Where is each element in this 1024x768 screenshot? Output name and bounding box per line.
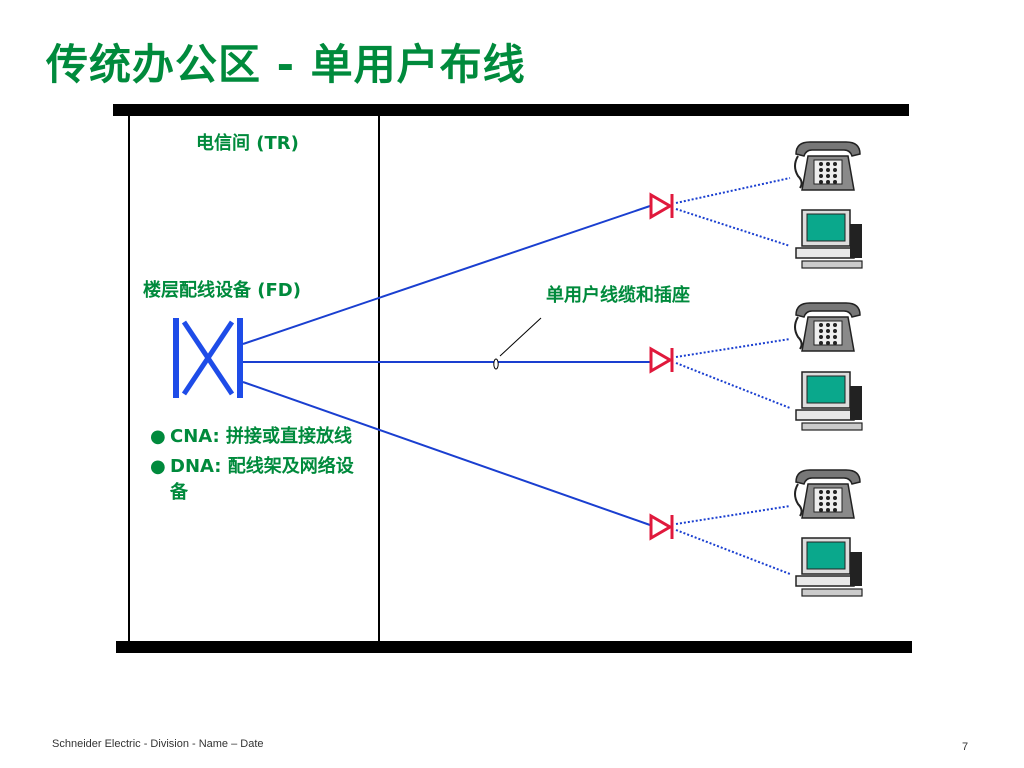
patch-link-computer xyxy=(675,529,791,575)
cable-splice-icon xyxy=(493,358,499,370)
page-number: 7 xyxy=(962,741,969,753)
patch-link-phone xyxy=(675,338,791,358)
computer-icon xyxy=(795,371,863,431)
outlet-icon xyxy=(649,346,674,374)
bullet-text: CNA: 拼接或直接放线 xyxy=(170,426,353,447)
computer-icon xyxy=(795,209,863,269)
cable-outlet-label: 单用户线缆和插座 xyxy=(546,285,690,306)
bullet-dot-icon: ● xyxy=(150,456,166,478)
cable-line-top xyxy=(242,205,651,345)
cable-label-leader xyxy=(499,317,542,357)
bullet-item-cna: ● CNA: 拼接或直接放线 xyxy=(150,424,360,450)
footer-text: Schneider Electric - Division - Name – D… xyxy=(52,738,264,750)
telephone-icon xyxy=(794,302,861,352)
bullet-text: DNA: 配线架及网络设备 xyxy=(170,456,354,504)
computer-icon xyxy=(795,537,863,597)
patch-link-phone xyxy=(675,177,791,204)
slide-title: 传统办公区 - 单用户布线 xyxy=(46,40,526,89)
cable-line-bottom xyxy=(242,381,651,526)
outlet-icon xyxy=(649,192,674,220)
bullet-list: ● CNA: 拼接或直接放线 ● DNA: 配线架及网络设备 xyxy=(150,424,360,510)
bullet-dot-icon: ● xyxy=(150,426,166,447)
outlet-icon xyxy=(649,513,674,541)
patch-panel-icon xyxy=(173,318,243,398)
bottom-frame-bar xyxy=(116,641,912,653)
fd-label: 楼层配线设备 (FD) xyxy=(143,280,301,301)
telephone-icon xyxy=(794,141,861,191)
patch-link-computer xyxy=(675,362,791,409)
tr-label: 电信间 (TR) xyxy=(196,133,299,154)
patch-link-phone xyxy=(675,505,791,525)
telephone-icon xyxy=(794,469,861,519)
patch-link-computer xyxy=(675,208,791,247)
bullet-item-dna: ● DNA: 配线架及网络设备 xyxy=(150,454,360,506)
top-frame-bar xyxy=(113,104,909,116)
